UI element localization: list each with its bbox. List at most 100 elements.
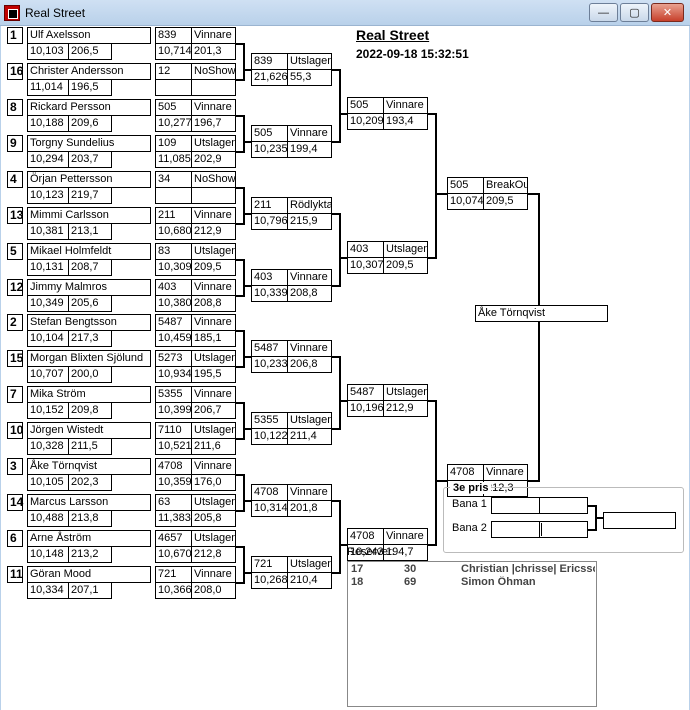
r1-entry-elapsed-time[interactable]: 10,521 [155,438,193,455]
r2-entry-status[interactable]: Rödlyktan [287,197,332,214]
reaction-time[interactable]: 10,381 [27,223,69,240]
driver-speed[interactable]: 205,6 [68,295,112,312]
close-button[interactable]: ✕ [651,3,684,22]
r1-entry-speed[interactable]: 206,7 [191,402,236,419]
r1-entry-number[interactable]: 211 [155,207,193,224]
driver-name[interactable]: Rickard Persson [27,99,151,116]
r2-entry-status[interactable]: Vinnare [287,484,332,501]
r1-entry-status[interactable]: Utslagen [191,350,236,367]
r1-entry-number[interactable]: 4657 [155,530,193,547]
driver-speed[interactable]: 213,1 [68,223,112,240]
r1-entry-elapsed-time[interactable]: 10,714 [155,43,193,60]
final-entry-number[interactable]: 505 [447,177,485,194]
driver-speed[interactable]: 196,5 [68,79,112,96]
reaction-time[interactable]: 10,707 [27,366,69,383]
final-entry-number[interactable]: 4708 [447,464,485,481]
r1-entry-number[interactable]: 5273 [155,350,193,367]
driver-speed[interactable]: 211,5 [68,438,112,455]
reaction-time[interactable]: 10,328 [27,438,69,455]
reaction-time[interactable]: 10,131 [27,259,69,276]
r3-entry-speed[interactable]: 212,9 [383,400,428,417]
lane1-number-field[interactable] [491,497,540,514]
r3-entry-number[interactable]: 505 [347,97,385,114]
reaction-time[interactable]: 10,294 [27,151,69,168]
r2-entry-number[interactable]: 5487 [251,340,289,357]
final-entry-speed[interactable]: 209,5 [483,193,528,210]
driver-name[interactable]: Morgan Blixten Sjölund [27,350,151,367]
r1-entry-number[interactable]: 7110 [155,422,193,439]
reaction-time[interactable]: 10,152 [27,402,69,419]
r1-entry-status[interactable]: Vinnare [191,207,236,224]
r3-entry-elapsed-time[interactable]: 10,209 [347,113,385,130]
r1-entry-number[interactable]: 839 [155,27,193,44]
r1-entry-elapsed-time[interactable]: 10,670 [155,546,193,563]
driver-speed[interactable]: 206,5 [68,43,112,60]
r1-entry-status[interactable]: Vinnare [191,314,236,331]
r3-entry-number[interactable]: 5487 [347,384,385,401]
r1-entry-speed[interactable] [191,79,236,96]
r1-entry-speed[interactable]: 195,5 [191,366,236,383]
r1-entry-number[interactable]: 721 [155,566,193,583]
r2-entry-elapsed-time[interactable]: 10,796 [251,213,289,230]
r1-entry-elapsed-time[interactable]: 10,309 [155,259,193,276]
r3-entry-number[interactable]: 4708 [347,528,385,545]
driver-name[interactable]: Åke Törnqvist [27,458,151,475]
lane2-number-field[interactable] [491,521,540,538]
r2-entry-speed[interactable]: 211,4 [287,428,332,445]
reserve-number[interactable]: 30 [404,563,417,575]
r3-entry-elapsed-time[interactable]: 10,307 [347,257,385,274]
r1-entry-elapsed-time[interactable]: 10,359 [155,474,193,491]
r1-entry-status[interactable]: Vinnare [191,99,236,116]
reaction-time[interactable]: 11,014 [27,79,69,96]
r1-entry-number[interactable]: 403 [155,279,193,296]
r1-entry-speed[interactable]: 196,7 [191,115,236,132]
r3-entry-status[interactable]: Utslagen [383,384,428,401]
driver-name[interactable]: Torgny Sundelius [27,135,151,152]
reaction-time[interactable]: 10,105 [27,474,69,491]
r3-entry-elapsed-time[interactable]: 10,196 [347,400,385,417]
r1-entry-status[interactable]: Vinnare [191,279,236,296]
driver-name[interactable]: Jörgen Wistedt [27,422,151,439]
driver-speed[interactable]: 217,3 [68,330,112,347]
driver-speed[interactable]: 203,7 [68,151,112,168]
r1-entry-status[interactable]: Vinnare [191,566,236,583]
r2-entry-elapsed-time[interactable]: 10,339 [251,285,289,302]
r1-entry-number[interactable]: 5487 [155,314,193,331]
r1-entry-elapsed-time[interactable]: 10,459 [155,330,193,347]
lane1-result-field[interactable] [539,497,588,514]
r2-entry-speed[interactable]: 206,8 [287,356,332,373]
r1-entry-speed[interactable]: 176,0 [191,474,236,491]
r1-entry-speed[interactable]: 212,8 [191,546,236,563]
driver-name[interactable]: Jimmy Malmros [27,279,151,296]
r2-entry-elapsed-time[interactable]: 10,235 [251,141,289,158]
r1-entry-number[interactable]: 63 [155,494,193,511]
reserves-list[interactable] [347,561,597,707]
r2-entry-number[interactable]: 403 [251,269,289,286]
driver-speed[interactable]: 207,1 [68,582,112,599]
driver-name[interactable]: Mimmi Carlsson [27,207,151,224]
r1-entry-status[interactable]: NoShow [191,171,236,188]
third-place-winner-field[interactable] [603,512,676,529]
r1-entry-elapsed-time[interactable]: 10,277 [155,115,193,132]
reaction-time[interactable]: 10,104 [27,330,69,347]
r1-entry-speed[interactable]: 201,3 [191,43,236,60]
driver-name[interactable]: Ulf Axelsson [27,27,151,44]
r1-entry-speed[interactable]: 185,1 [191,330,236,347]
r2-entry-status[interactable]: Vinnare [287,340,332,357]
r1-entry-number[interactable]: 12 [155,63,193,80]
r3-entry-status[interactable]: Vinnare [383,528,428,545]
r1-entry-status[interactable]: Utslagen [191,135,236,152]
r2-entry-status[interactable]: Vinnare [287,125,332,142]
r1-entry-elapsed-time[interactable]: 10,934 [155,366,193,383]
r3-entry-number[interactable]: 403 [347,241,385,258]
reaction-time[interactable]: 10,488 [27,510,69,527]
reserve-seed[interactable]: 18 [351,576,364,588]
r1-entry-elapsed-time[interactable] [155,79,193,96]
r3-entry-speed[interactable]: 194,7 [383,544,428,561]
driver-name[interactable]: Christer Andersson [27,63,151,80]
r3-entry-speed[interactable]: 193,4 [383,113,428,130]
minimize-button[interactable]: — [589,3,618,22]
r2-entry-elapsed-time[interactable]: 10,233 [251,356,289,373]
r1-entry-elapsed-time[interactable]: 11,383 [155,510,193,527]
reaction-time[interactable]: 10,334 [27,582,69,599]
